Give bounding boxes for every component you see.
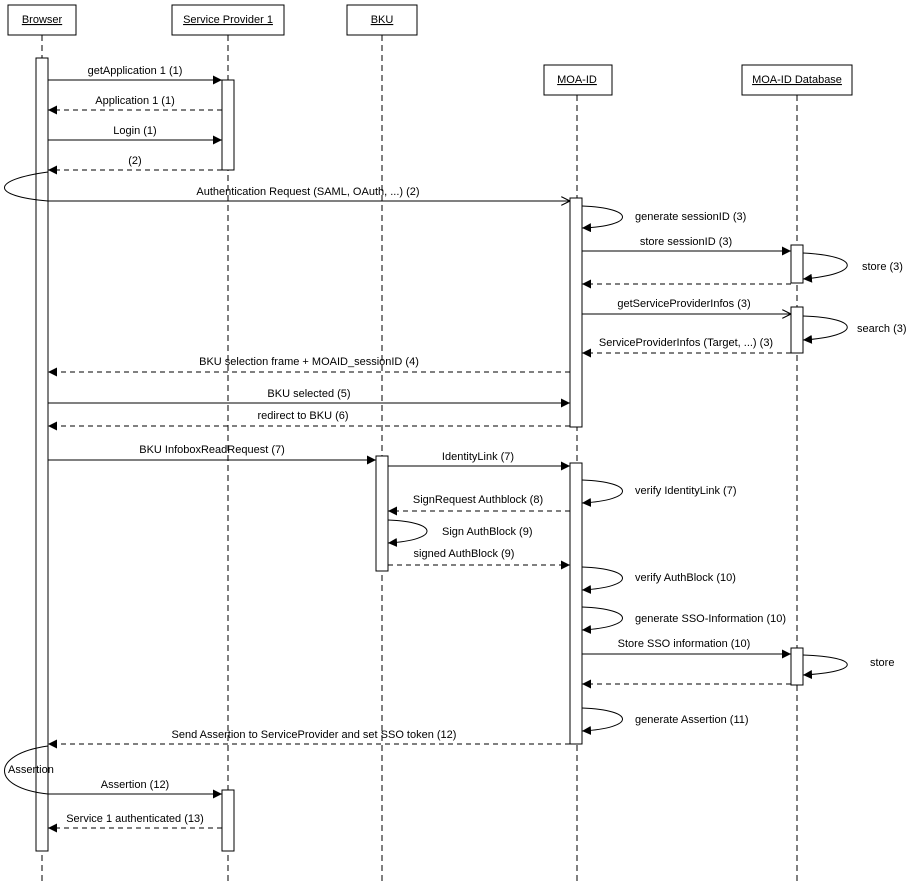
message-label: getServiceProviderInfos (3) bbox=[617, 298, 750, 310]
message-arrow bbox=[802, 315, 848, 344]
message-signed-authblock: signed AuthBlock (9) bbox=[388, 548, 570, 570]
participant-label: BKU bbox=[371, 14, 394, 26]
message-verify-authblock: verify AuthBlock (10) bbox=[581, 566, 736, 594]
message-label: store bbox=[870, 657, 894, 669]
activation-moa-id-database bbox=[790, 647, 804, 686]
message-redirect-2: (2) bbox=[48, 155, 222, 175]
message-label: Service 1 authenticated (13) bbox=[66, 813, 204, 825]
message-assertion-self: Assertion bbox=[4, 745, 54, 795]
message-label: IdentityLink (7) bbox=[442, 451, 514, 463]
message-label: (2) bbox=[128, 155, 141, 167]
message-label: Send Assertion to ServiceProvider and se… bbox=[172, 729, 457, 741]
message-label: verify AuthBlock (10) bbox=[635, 572, 736, 584]
message-label: BKU selected (5) bbox=[267, 388, 350, 400]
message-application: Application 1 (1) bbox=[48, 95, 222, 115]
message-authentication-request: Authentication Request (SAML, OAuth, ...… bbox=[4, 171, 570, 201]
activation-service-provider-1 bbox=[221, 789, 235, 852]
message-arrow bbox=[581, 205, 623, 233]
message-label: Authentication Request (SAML, OAuth, ...… bbox=[196, 186, 419, 198]
activation-browser bbox=[35, 57, 49, 852]
activation-bku bbox=[375, 455, 389, 572]
activation-moa-id-database bbox=[790, 244, 804, 284]
message-label: generate SSO-Information (10) bbox=[635, 613, 786, 625]
message-arrow bbox=[581, 606, 623, 634]
message-label: generate sessionID (3) bbox=[635, 211, 746, 223]
message-bku-selected: BKU selected (5) bbox=[48, 388, 570, 408]
message-label: BKU selection frame + MOAID_sessionID (4… bbox=[199, 356, 419, 368]
activation-moa-id bbox=[569, 197, 583, 428]
message-label: SignRequest Authblock (8) bbox=[413, 494, 543, 506]
participant-label: MOA-ID bbox=[557, 74, 597, 86]
participant-label: Browser bbox=[22, 14, 63, 26]
message-arrow bbox=[387, 519, 428, 547]
message-label: Assertion bbox=[8, 764, 54, 776]
message-store-sso-information: Store SSO information (10) bbox=[582, 638, 791, 659]
message-generate-sso-information: generate SSO-Information (10) bbox=[581, 606, 786, 634]
message-label: Application 1 (1) bbox=[95, 95, 175, 107]
message-search: search (3) bbox=[802, 315, 907, 344]
message-bku-selection-frame: BKU selection frame + MOAID_sessionID (4… bbox=[48, 356, 570, 377]
participant-box bbox=[543, 64, 613, 96]
message-store-session-id: store sessionID (3) bbox=[582, 236, 791, 256]
activation-moa-id-database bbox=[790, 306, 804, 354]
message-arrow bbox=[581, 479, 623, 507]
message-get-application: getApplication 1 (1) bbox=[48, 65, 222, 85]
message-arrow bbox=[4, 171, 570, 201]
message-identity-link: IdentityLink (7) bbox=[388, 451, 570, 471]
message-label: Assertion (12) bbox=[101, 779, 169, 791]
message-arrow bbox=[581, 566, 623, 594]
message-login: Login (1) bbox=[48, 125, 222, 145]
message-label: signed AuthBlock (9) bbox=[414, 548, 515, 560]
message-get-service-provider-infos: getServiceProviderInfos (3) bbox=[582, 298, 791, 314]
message-assertion-12: Assertion (12) bbox=[48, 779, 222, 799]
participant-label: Service Provider 1 bbox=[183, 14, 273, 26]
message-service-provider-infos: ServiceProviderInfos (Target, ...) (3) bbox=[582, 337, 791, 358]
activation-moa-id bbox=[569, 462, 583, 745]
message-sign-authblock: Sign AuthBlock (9) bbox=[387, 519, 533, 547]
message-label: BKU InfoboxReadRequest (7) bbox=[139, 444, 285, 456]
participant-bku: BKU bbox=[346, 4, 418, 36]
participant-service-provider-1: Service Provider 1 bbox=[171, 4, 285, 36]
message-verify-identity-link: verify IdentityLink (7) bbox=[581, 479, 736, 507]
message-redirect-to-bku: redirect to BKU (6) bbox=[48, 410, 570, 431]
message-store: store bbox=[802, 654, 894, 680]
message-store-3: store (3) bbox=[802, 252, 903, 283]
message-sign-request-authblock: SignRequest Authblock (8) bbox=[388, 494, 570, 516]
participant-moa-id-database: MOA-ID Database bbox=[741, 64, 853, 96]
message-generate-session-id: generate sessionID (3) bbox=[581, 205, 746, 233]
message-label: Login (1) bbox=[113, 125, 156, 137]
message-label: Sign AuthBlock (9) bbox=[442, 526, 533, 538]
message-arrow bbox=[4, 745, 49, 795]
participant-label: MOA-ID Database bbox=[752, 74, 842, 86]
message-arrow bbox=[802, 252, 848, 283]
participant-browser: Browser bbox=[7, 4, 77, 36]
message-service-authenticated: Service 1 authenticated (13) bbox=[48, 813, 222, 833]
participant-box bbox=[7, 4, 77, 36]
message-label: ServiceProviderInfos (Target, ...) (3) bbox=[599, 337, 773, 349]
message-label: Store SSO information (10) bbox=[618, 638, 751, 650]
message-arrow bbox=[802, 654, 848, 680]
message-generate-assertion: generate Assertion (11) bbox=[581, 707, 749, 735]
message-label: search (3) bbox=[857, 323, 907, 335]
message-label: store sessionID (3) bbox=[640, 236, 732, 248]
message-bku-infobox-read-request: BKU InfoboxReadRequest (7) bbox=[48, 444, 376, 465]
message-label: generate Assertion (11) bbox=[635, 714, 749, 726]
message-label: redirect to BKU (6) bbox=[257, 410, 348, 422]
message-send-assertion: Send Assertion to ServiceProvider and se… bbox=[48, 729, 570, 749]
activation-service-provider-1 bbox=[221, 79, 235, 171]
participant-box bbox=[171, 4, 285, 36]
message-label: store (3) bbox=[862, 261, 903, 273]
message-label: getApplication 1 (1) bbox=[88, 65, 183, 77]
message-label: verify IdentityLink (7) bbox=[635, 485, 736, 497]
message-arrow bbox=[581, 707, 623, 735]
participant-moa-id: MOA-ID bbox=[543, 64, 613, 96]
